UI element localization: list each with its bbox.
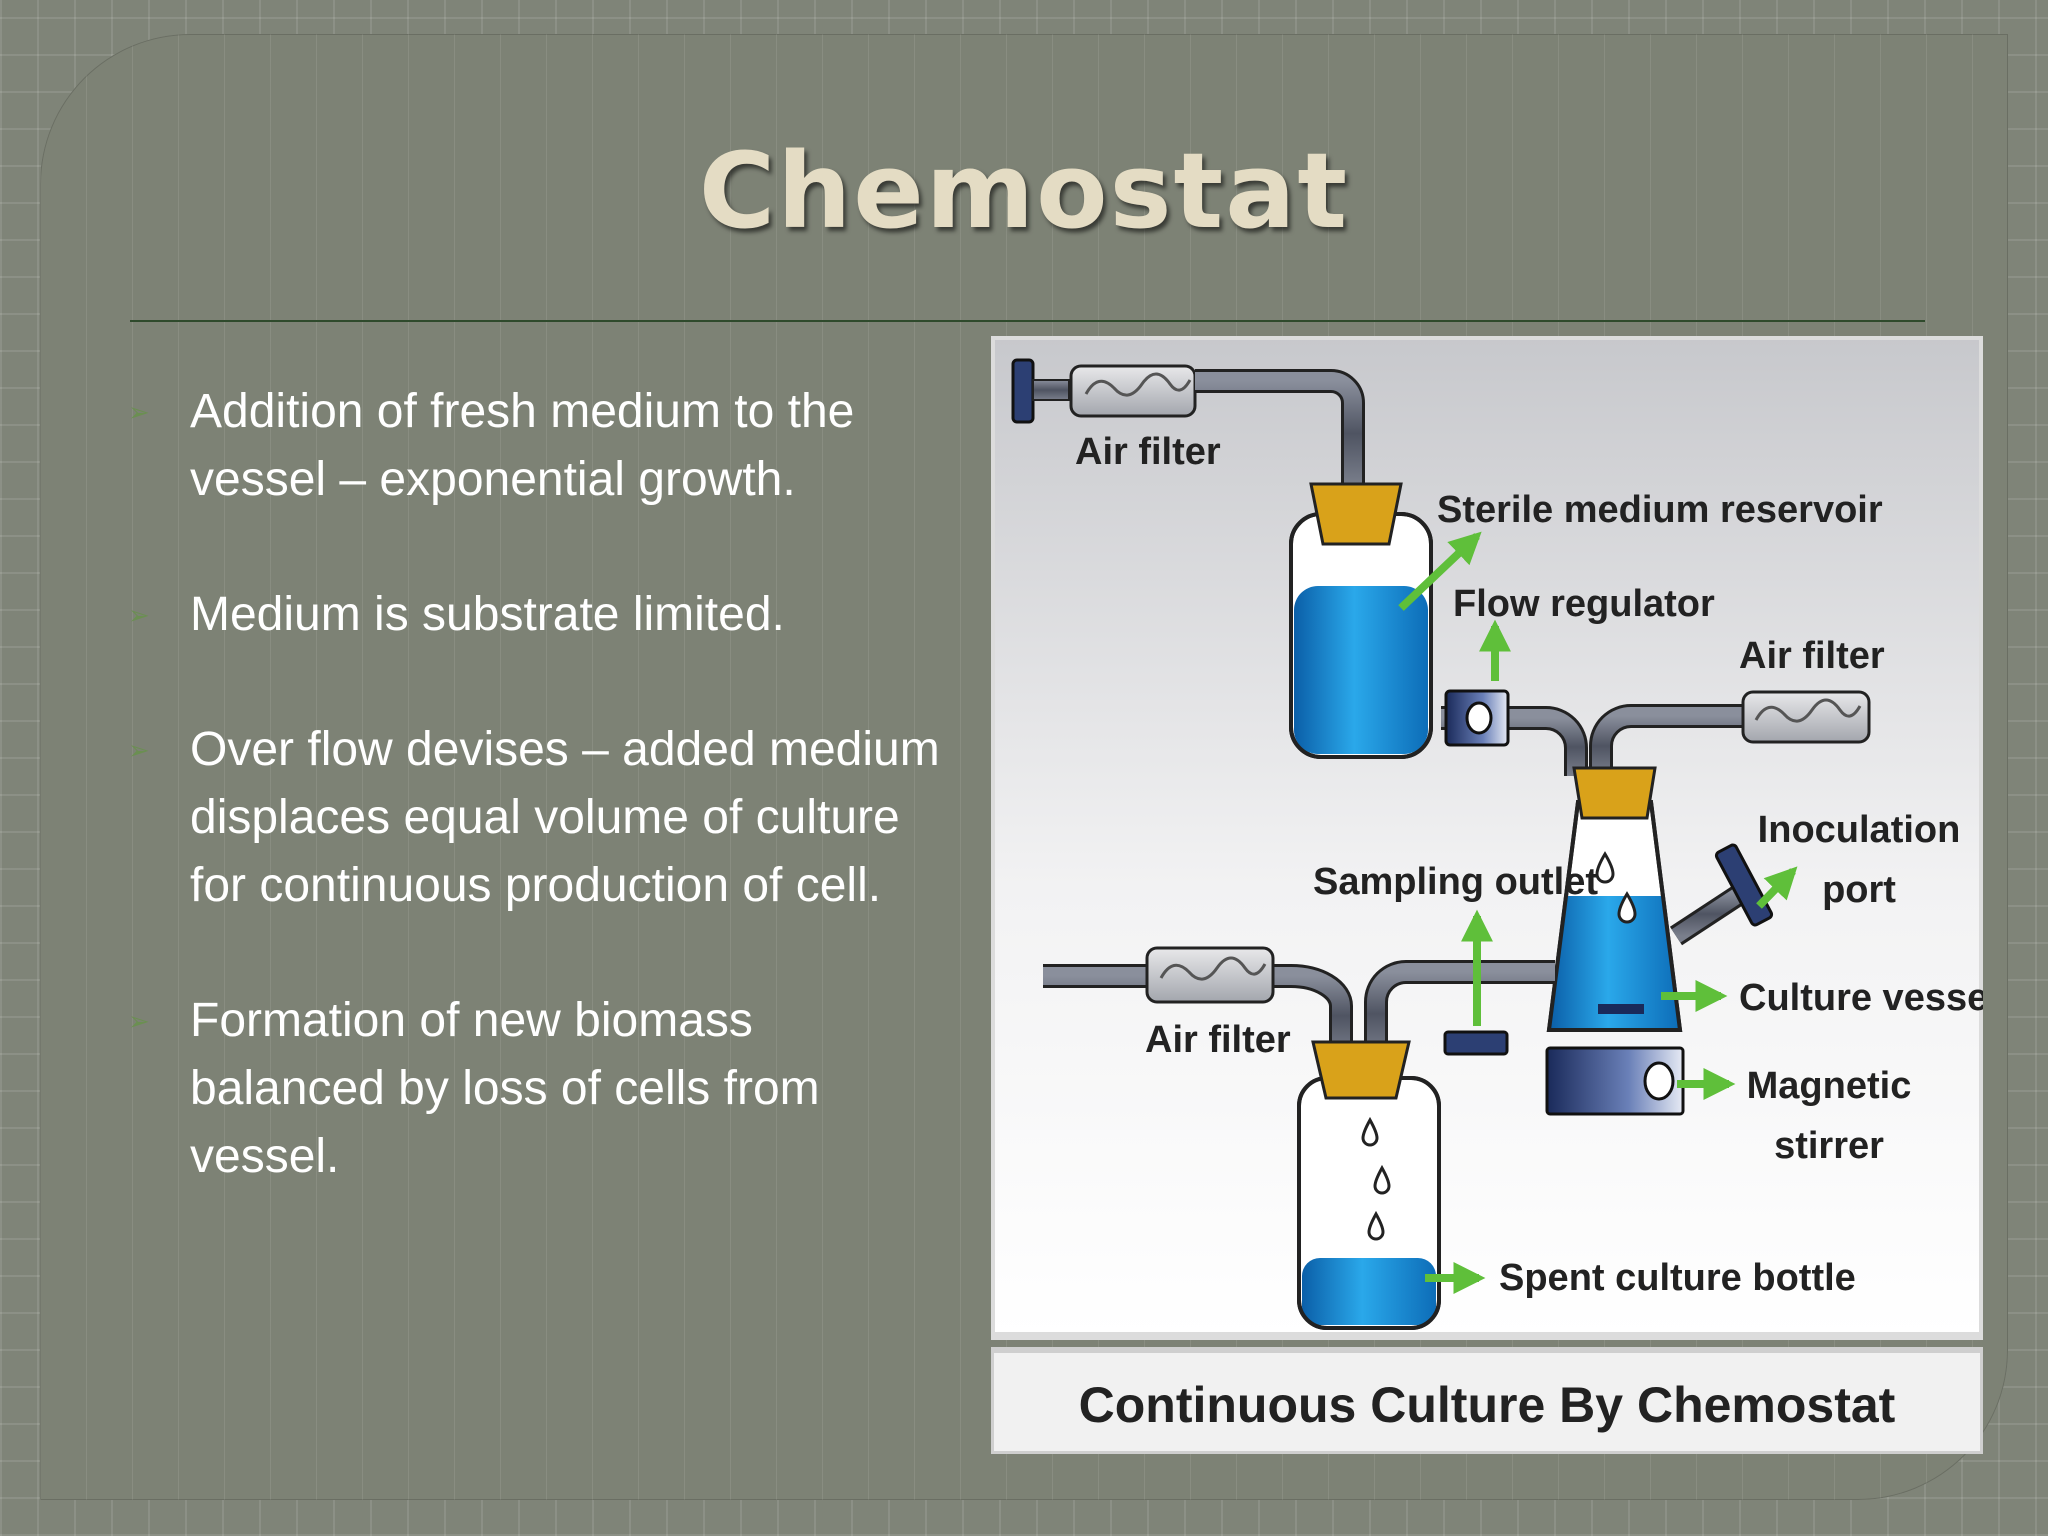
drop <box>1617 891 1637 924</box>
label-flow-regulator: Flow regulator <box>1453 583 1715 625</box>
medium-liquid <box>1294 586 1428 754</box>
drop <box>1373 1164 1391 1195</box>
chemostat-diagram: Air filter Sterile medium reservoir Flow… <box>991 336 1983 1454</box>
regulator-knob <box>1465 701 1493 735</box>
chemostat-figure: Air filter Sterile medium reservoir Flow… <box>991 336 1983 1454</box>
pipe <box>1043 967 1350 1056</box>
filter-fibres <box>1084 372 1192 397</box>
drop <box>1361 1116 1379 1147</box>
inoculation-tube <box>1671 885 1748 943</box>
drop <box>1367 1210 1385 1241</box>
bullet-text: Formation of new biomass balanced by los… <box>190 994 820 1183</box>
label-magnetic-line2: stirrer <box>1774 1125 1884 1167</box>
bullet-item: ➢ Over flow devises – added medium displa… <box>128 716 958 920</box>
bullet-item: ➢ Formation of new biomass balanced by lo… <box>128 987 958 1191</box>
bullet-item: ➢ Medium is substrate limited. <box>128 581 958 649</box>
stopper <box>1311 1040 1411 1100</box>
stopper <box>1309 482 1403 546</box>
arrow-to-reservoir-label <box>1398 531 1482 611</box>
pipe <box>1367 963 1555 1056</box>
pipe <box>1195 372 1362 486</box>
diagram-panel <box>991 336 1983 1340</box>
stopper <box>1572 766 1657 820</box>
bullet-arrow-icon: ➢ <box>128 1006 150 1036</box>
title-divider <box>130 320 1925 322</box>
label-air-filter-top: Air filter <box>1075 431 1221 473</box>
spent-liquid <box>1302 1258 1436 1325</box>
bullet-text: Over flow devises – added medium displac… <box>190 723 940 912</box>
label-air-filter-bottom: Air filter <box>1145 1019 1291 1061</box>
stirrer-knob <box>1643 1061 1675 1101</box>
bullet-arrow-icon: ➢ <box>128 397 150 427</box>
filter-fibres <box>1159 956 1267 981</box>
bullet-list: ➢ Addition of fresh medium to the vessel … <box>128 378 958 1258</box>
bullet-arrow-icon: ➢ <box>128 600 150 630</box>
arrow-to-inoculation-label <box>1756 866 1798 909</box>
label-air-filter-right: Air filter <box>1739 635 1885 677</box>
sampling-outlet-valve <box>1443 1030 1509 1056</box>
drop <box>1595 851 1615 884</box>
label-sterile-medium-reservoir: Sterile medium reservoir <box>1437 489 1883 531</box>
bullet-arrow-icon: ➢ <box>128 735 150 765</box>
diagram-caption: Continuous Culture By Chemostat <box>1079 1377 1896 1433</box>
caption-panel <box>991 1347 1983 1454</box>
inoculation-port <box>1714 843 1774 927</box>
bullet-text: Medium is substrate limited. <box>190 588 785 641</box>
bullet-text: Addition of fresh medium to the vessel –… <box>190 385 855 506</box>
label-spent-culture-bottle: Spent culture bottle <box>1499 1257 1856 1299</box>
pipe <box>1441 709 1585 776</box>
slide-title: Chemostat <box>698 130 1350 252</box>
pipe <box>1592 707 1746 776</box>
label-inoculation-line1: Inoculation <box>1758 809 1961 851</box>
filter-fibres <box>1754 698 1862 723</box>
tube <box>1032 379 1070 401</box>
culture-liquid <box>1550 896 1679 1028</box>
stir-bar <box>1598 1004 1644 1014</box>
bullet-item: ➢ Addition of fresh medium to the vessel … <box>128 378 958 514</box>
label-sampling-outlet: Sampling outlet <box>1313 861 1598 903</box>
label-magnetic-line1: Magnetic <box>1747 1065 1912 1107</box>
tube-end-cap <box>1011 358 1035 424</box>
label-culture-vessel: Culture vessel <box>1739 977 1983 1019</box>
label-inoculation-line2: port <box>1822 869 1896 911</box>
